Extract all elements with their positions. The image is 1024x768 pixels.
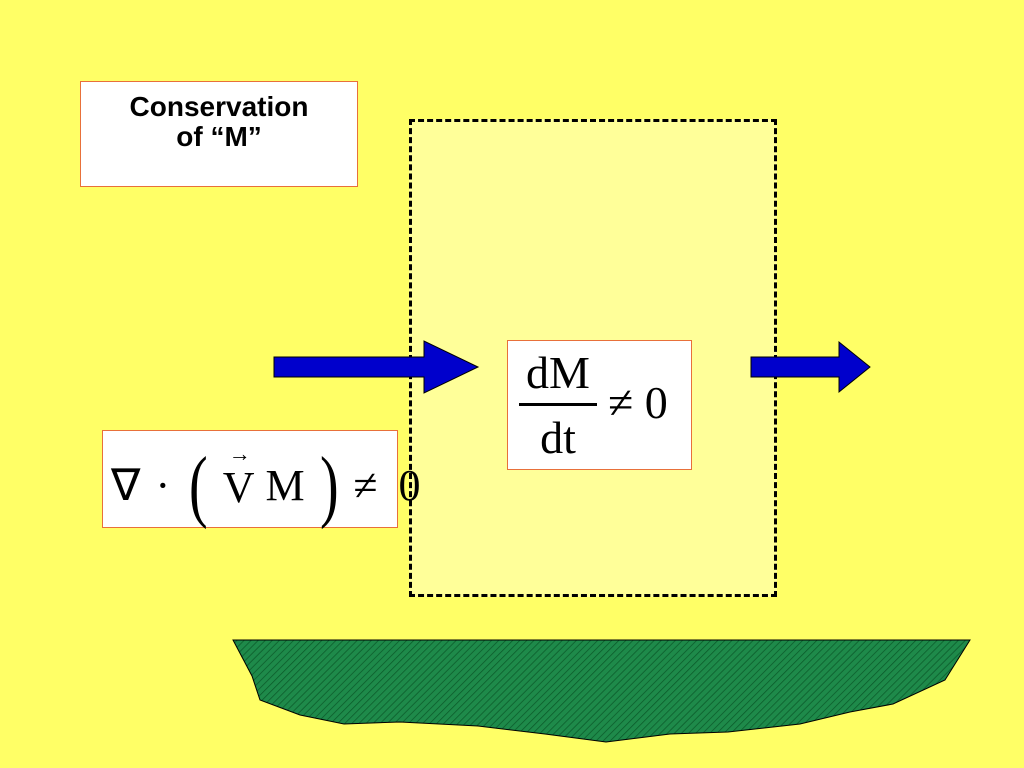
flux-expression: ∇ · ( → V M ) ≠ 0 — [111, 442, 420, 525]
vector-symbol: V — [222, 462, 255, 512]
title-line-1: Conservation — [129, 91, 309, 122]
rate-relation: ≠ 0 — [608, 377, 668, 429]
fraction-bar — [519, 403, 597, 406]
flux-not-equal-sign: ≠ — [353, 460, 378, 510]
dot-operator: · — [155, 460, 171, 510]
velocity-vector: → V — [222, 442, 255, 523]
inflow-arrow — [273, 340, 480, 394]
rate-fraction: dM dt — [518, 347, 598, 464]
rate-numerator: dM — [526, 347, 590, 398]
close-paren: ) — [319, 441, 339, 530]
quantity-symbol: M — [265, 460, 305, 510]
flux-equation-box: ∇ · ( → V M ) ≠ 0 — [102, 430, 420, 528]
open-paren: ( — [189, 441, 208, 530]
outflow-arrow — [750, 340, 871, 394]
vector-arrow-icon: → — [228, 440, 251, 466]
rate-rhs: 0 — [644, 377, 668, 428]
ground-shape — [232, 639, 971, 743]
rate-equation-box: dM dt ≠ 0 — [507, 340, 692, 470]
rate-not-equal-sign: ≠ — [608, 377, 634, 428]
nabla-symbol: ∇ — [111, 460, 141, 510]
flux-rhs: 0 — [398, 460, 421, 510]
title-line-2: of “M” — [176, 121, 262, 152]
rate-denominator: dt — [540, 412, 576, 463]
title-box: Conservation of “M” — [80, 81, 358, 187]
